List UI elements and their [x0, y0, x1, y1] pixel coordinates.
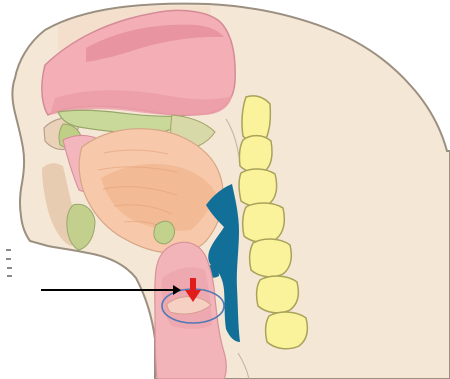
vertebra-4: [243, 203, 285, 242]
epiglottic-region: [154, 221, 175, 244]
vertebra-6: [257, 276, 299, 313]
left-edge-mark: [6, 250, 12, 276]
vertebra-2: [239, 136, 271, 173]
vertebra-7: [266, 312, 308, 349]
vertebra-5: [250, 239, 292, 277]
vertebra-3: [239, 169, 276, 206]
